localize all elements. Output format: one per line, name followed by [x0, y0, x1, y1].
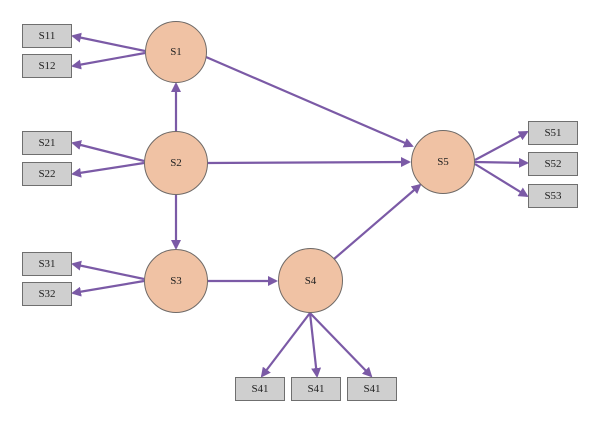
indicator-s12-label: S12: [38, 60, 56, 72]
indicator-s21: S21: [22, 131, 72, 155]
indicator-s52: S52: [528, 152, 578, 176]
indicator-s22-label: S22: [38, 168, 56, 180]
construct-s3: S3: [144, 249, 208, 313]
indicator-s41-right: S41: [347, 377, 397, 401]
arrow-s4-s41a: [260, 312, 311, 378]
arrow-s2-s22: [71, 161, 145, 178]
indicator-s21-label: S21: [38, 137, 56, 149]
indicator-s51: S51: [528, 121, 578, 145]
arrow-s2-s21: [71, 140, 145, 163]
construct-s1-label: S1: [170, 46, 182, 58]
indicator-s32-label: S32: [38, 288, 56, 300]
construct-s3-label: S3: [170, 275, 182, 287]
arrow-s4-s5: [333, 183, 422, 260]
arrow-s3-s32: [71, 279, 145, 297]
construct-s4: S4: [278, 248, 343, 313]
indicator-s41-middle: S41: [291, 377, 341, 401]
construct-s2: S2: [144, 131, 208, 195]
arrow-s4-s41c: [309, 312, 373, 378]
indicator-s41-left-label: S41: [251, 383, 269, 395]
indicator-s51-label: S51: [544, 127, 562, 139]
indicator-s53: S53: [528, 184, 578, 208]
construct-s2-label: S2: [170, 157, 182, 169]
construct-s5: S5: [411, 130, 475, 194]
arrow-s5-s51: [474, 131, 529, 161]
arrow-s1-s5: [205, 55, 414, 148]
indicator-s52-label: S52: [544, 158, 562, 170]
construct-s5-label: S5: [437, 156, 449, 168]
indicator-s31: S31: [22, 252, 72, 276]
arrow-s1-s12: [71, 51, 146, 70]
indicator-s41-left: S41: [235, 377, 285, 401]
arrow-s5-s52: [474, 157, 529, 168]
construct-s4-label: S4: [304, 274, 317, 287]
indicator-s12: S12: [22, 54, 72, 78]
indicator-s11: S11: [22, 24, 72, 48]
indicator-s11-label: S11: [38, 30, 56, 42]
construct-s1: S1: [145, 21, 207, 83]
indicator-s32: S32: [22, 282, 72, 306]
indicator-s41-middle-label: S41: [307, 383, 325, 395]
arrow-s3-s31: [71, 260, 145, 281]
indicator-s31-label: S31: [38, 258, 56, 270]
arrow-s2-s5: [207, 157, 411, 168]
arrow-s1-s11: [71, 32, 146, 53]
indicator-s41-right-label: S41: [363, 383, 381, 395]
indicator-s53-label: S53: [544, 190, 562, 202]
arrow-s5-s53: [474, 163, 529, 198]
indicator-s22: S22: [22, 162, 72, 186]
arrow-s4-s41b: [308, 312, 322, 378]
